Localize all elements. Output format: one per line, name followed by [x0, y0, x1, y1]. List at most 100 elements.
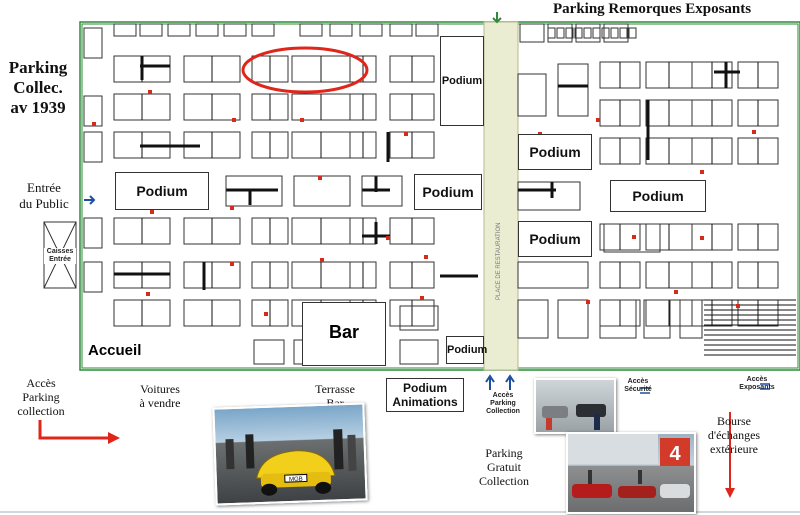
stand[interactable] — [415, 23, 439, 37]
photo-parking — [534, 378, 616, 434]
podium-1[interactable]: Podium — [440, 36, 484, 126]
stand[interactable] — [557, 63, 589, 117]
podium-4[interactable]: Podium — [518, 134, 592, 170]
stand-marker — [320, 258, 324, 262]
podium-7[interactable]: Podium — [446, 336, 487, 364]
stand[interactable] — [517, 73, 547, 117]
stand[interactable] — [253, 339, 285, 365]
stand-marker — [586, 300, 590, 304]
stand[interactable] — [83, 131, 103, 163]
acces-parking-collection-small: Accès Parking Collection — [480, 392, 526, 416]
stand[interactable] — [565, 27, 574, 39]
header-title: Parking Remorques Exposants — [553, 1, 752, 17]
stand[interactable] — [603, 23, 629, 43]
stand[interactable] — [399, 339, 439, 365]
stand[interactable] — [389, 23, 413, 37]
stand-marker — [232, 118, 236, 122]
parking-collec-line-2: Collec. — [13, 78, 63, 97]
stand[interactable] — [574, 27, 583, 39]
terrasse-line-1: Terrasse — [315, 382, 355, 396]
podium-5[interactable]: Podium — [610, 180, 706, 212]
parking-gratuit-line-1: Parking — [485, 446, 523, 460]
stand[interactable] — [83, 217, 103, 249]
stand[interactable] — [139, 23, 163, 37]
stand-marker — [700, 236, 704, 240]
stand-marker — [230, 262, 234, 266]
photo-yellow-car: MGB — [212, 402, 368, 506]
podium-3[interactable]: Podium — [414, 174, 482, 210]
highlight-circle — [241, 46, 369, 94]
stand[interactable] — [547, 27, 556, 39]
stand-marker — [700, 170, 704, 174]
parking-gratuit-line-3: Collection — [479, 474, 529, 488]
acces-exposants-line-2: Exposants — [739, 384, 775, 391]
stand[interactable] — [251, 23, 275, 37]
stand[interactable] — [195, 23, 219, 37]
stand[interactable] — [599, 299, 637, 339]
acces-parking-coll-line-2: Parking — [490, 400, 516, 407]
photo-bourse: 4 — [566, 432, 696, 514]
stand[interactable] — [679, 299, 703, 339]
stand[interactable] — [592, 27, 601, 39]
stand-marker — [596, 118, 600, 122]
stand[interactable] — [556, 27, 565, 39]
stand[interactable] — [399, 305, 439, 331]
stand[interactable] — [113, 23, 137, 37]
bourse-image: 4 — [568, 434, 690, 498]
podium-6[interactable]: Podium — [518, 221, 592, 257]
svg-text:4: 4 — [669, 443, 681, 465]
stand[interactable] — [83, 27, 103, 59]
bourse-echanges-label: Bourse d'échanges extérieure — [696, 414, 772, 456]
stand[interactable] — [225, 175, 283, 207]
stand[interactable] — [519, 23, 545, 43]
stand-marker — [318, 176, 322, 180]
yellow-car-image: MGB — [225, 429, 357, 496]
acces-parking-line-2: Parking — [22, 390, 60, 404]
stand[interactable] — [603, 223, 661, 253]
stand[interactable] — [329, 23, 353, 37]
parking-collec-line-3: av 1939 — [10, 98, 66, 117]
voitures-a-vendre-label: Voitures à vendre — [124, 382, 196, 410]
stand[interactable] — [601, 27, 610, 39]
stand-marker — [674, 290, 678, 294]
stand[interactable] — [299, 23, 323, 37]
parking-gratuit-line-2: Gratuit — [487, 460, 521, 474]
podium-animations-line-2: Animations — [392, 395, 458, 409]
acces-exposants-label: Accès Exposants — [734, 376, 780, 392]
stand[interactable] — [557, 299, 589, 339]
stand-marker — [632, 235, 636, 239]
stand-marker — [300, 118, 304, 122]
parking-image — [542, 404, 606, 430]
stand[interactable] — [583, 27, 592, 39]
acces-parking-coll-line-1: Accès — [492, 392, 514, 399]
stand-marker — [92, 122, 96, 126]
entree-public-label: Entrée du Public — [6, 180, 82, 212]
stand[interactable] — [610, 27, 619, 39]
stand-marker — [146, 292, 150, 296]
voitures-line-2: à vendre — [139, 396, 181, 410]
stand-marker — [148, 90, 152, 94]
podium-animations-box[interactable]: Podium Animations — [386, 378, 464, 412]
stand[interactable] — [628, 27, 637, 39]
caisses-line-1: Caisses — [46, 248, 74, 255]
bar-area[interactable]: Bar — [302, 302, 386, 366]
stand[interactable] — [167, 23, 191, 37]
stand[interactable] — [359, 23, 383, 37]
stand[interactable] — [517, 299, 549, 339]
stand[interactable] — [517, 261, 589, 289]
acces-parking-collection-label: Accès Parking collection — [6, 376, 76, 418]
stand[interactable] — [517, 181, 581, 211]
podium-2[interactable]: Podium — [115, 172, 209, 210]
acces-securite-line-2: Sécurité — [624, 386, 652, 393]
stand[interactable] — [223, 23, 247, 37]
stand[interactable] — [619, 27, 628, 39]
stand[interactable] — [83, 261, 103, 293]
entree-line-2: du Public — [19, 196, 69, 211]
stand-marker — [736, 304, 740, 308]
stand[interactable] — [643, 299, 671, 339]
caisses-label: Caisses Entrée — [44, 248, 76, 264]
bourse-line-2: d'échanges — [707, 428, 761, 442]
stand[interactable] — [361, 175, 403, 207]
parking-gratuit-label: Parking Gratuit Collection — [470, 446, 538, 488]
entree-line-1: Entrée — [27, 180, 61, 195]
